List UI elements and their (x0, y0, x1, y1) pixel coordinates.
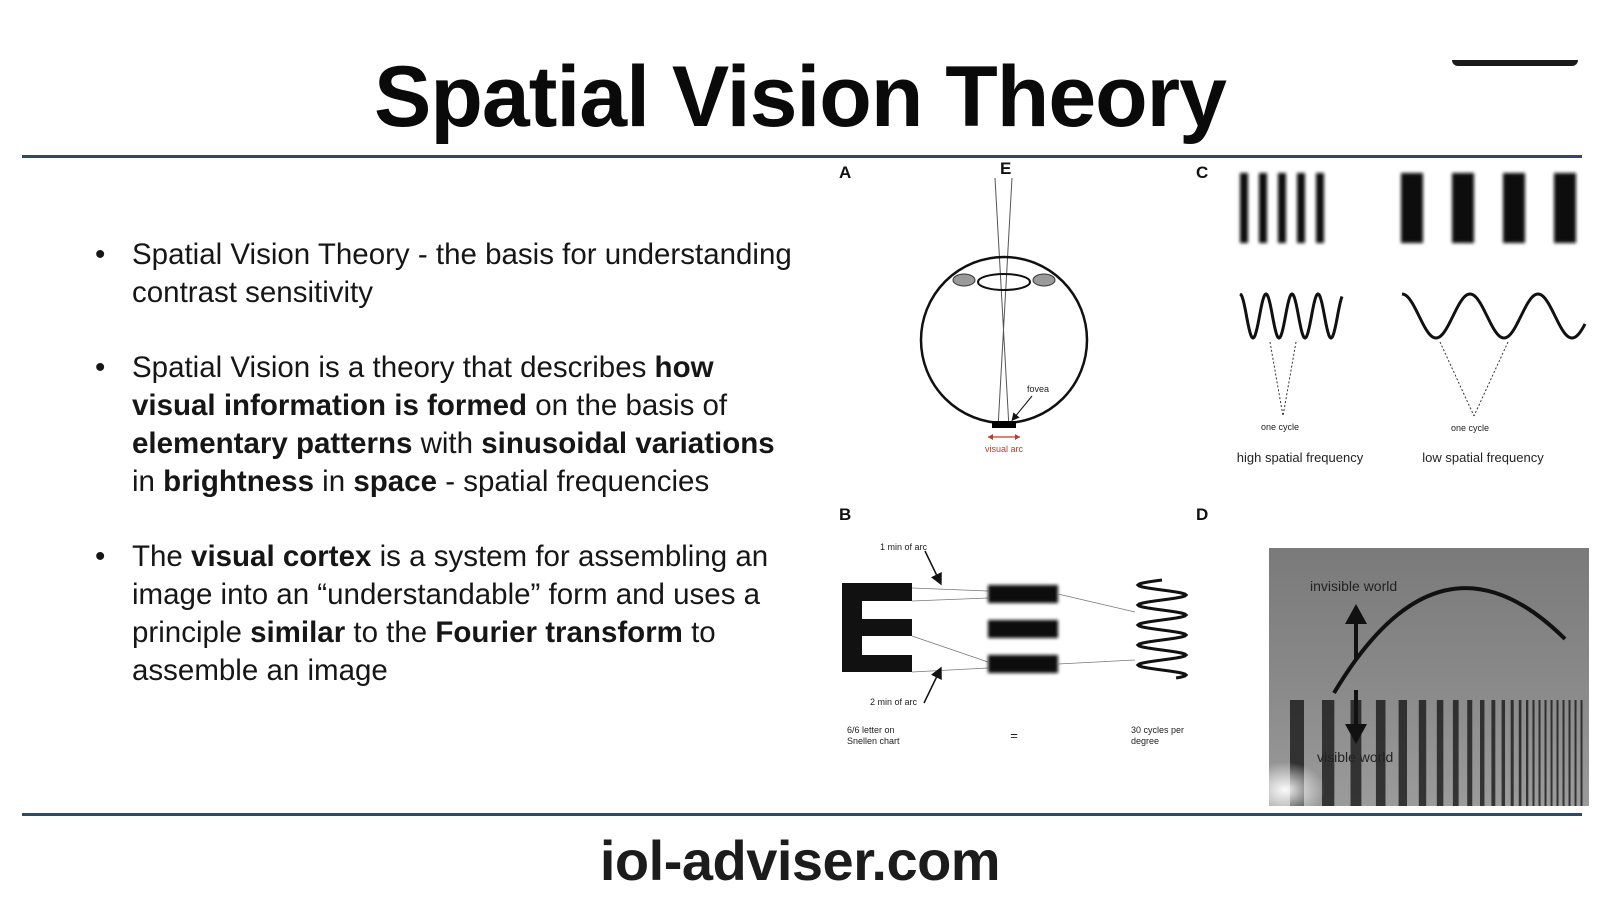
csf-grating-stripes (1290, 700, 1583, 806)
grating-stripe (1532, 700, 1535, 806)
bullet-item: • Spatial Vision is a theory that describ… (95, 349, 795, 501)
panel-c-gratings: C one cycle one cycle high spatial frequ… (1196, 163, 1587, 465)
grating-stripe (1568, 700, 1571, 806)
grating-stripe (1538, 700, 1541, 806)
invisible-world-label: invisible world (1310, 578, 1397, 594)
low-frequency-caption: low spatial frequency (1422, 450, 1544, 465)
bullet-item: • Spatial Vision Theory - the basis for u… (95, 236, 795, 312)
cycles-caption-line1: 30 cycles per (1131, 725, 1184, 735)
panel-a-e-label: E (1000, 159, 1011, 178)
grating-stripe (1544, 700, 1547, 806)
grating-stripe (1480, 700, 1485, 806)
one-cycle-low-label: one cycle (1451, 423, 1489, 433)
grating-stripe (1398, 700, 1407, 806)
bright-corner-glow (1245, 762, 1325, 818)
high-frequency-caption: high spatial frequency (1237, 450, 1364, 465)
footer-website: iol-adviser.com (599, 829, 1001, 892)
bullet-item: • The visual cortex is a system for assem… (95, 538, 795, 690)
grating-stripe (1510, 700, 1514, 806)
corner-decoration (1452, 60, 1578, 66)
grating-stripe (1418, 700, 1427, 806)
fovea-label: fovea (1027, 384, 1049, 394)
lens-shape (977, 273, 1031, 291)
low-frequency-wave (1401, 292, 1587, 340)
grating-stripe (1491, 700, 1496, 806)
grating-stripe (1375, 700, 1386, 806)
grating-stripe (1562, 700, 1565, 806)
snellen-letter-e (842, 583, 912, 672)
visual-arc-label: visual arc (985, 444, 1024, 454)
grating-stripe (1467, 700, 1473, 806)
bullet-dot: • (95, 540, 106, 573)
grating-stripe (1580, 700, 1583, 806)
slide-title: Spatial Vision Theory (374, 49, 1227, 145)
grating-stripe (1501, 700, 1506, 806)
cycle-guide (1282, 341, 1297, 417)
two-min-arc-label: 2 min of arc (870, 697, 918, 707)
blurred-e-bars (988, 585, 1058, 673)
top-divider (22, 155, 1582, 158)
fovea-pointer (1011, 395, 1033, 422)
visible-world-label: visible world (1317, 749, 1393, 765)
low-frequency-grating (1401, 173, 1576, 243)
bottom-divider (22, 813, 1582, 816)
panel-a-label: A (839, 163, 851, 182)
panel-b-label: B (839, 505, 851, 524)
csf-curve (1332, 586, 1567, 695)
snellen-caption-line2: Snellen chart (847, 736, 900, 746)
bullet-list: • Spatial Vision Theory - the basis for u… (95, 236, 795, 727)
bullet-dot: • (95, 238, 106, 271)
grating-stripe (1550, 700, 1553, 806)
cycle-guide (1269, 341, 1284, 417)
up-arrow-icon (1345, 604, 1367, 624)
fovea-block (992, 421, 1016, 428)
ray-line (997, 177, 1013, 429)
one-min-arc-label: 1 min of arc (880, 542, 928, 552)
iris-right (1032, 273, 1056, 287)
cycle-guide (1439, 341, 1475, 417)
high-frequency-grating (1240, 173, 1324, 243)
ray-line (994, 177, 1010, 429)
bullet-text: Spatial Vision is a theory that describe… (132, 351, 775, 498)
panel-a-eye-diagram: A E fovea visual arc (839, 159, 1089, 454)
grating-stripe (1350, 700, 1362, 806)
cycles-caption-line2: degree (1131, 736, 1159, 746)
vertical-wave (1135, 578, 1189, 680)
one-min-arc-arrow (924, 550, 942, 586)
equals-sign: = (1010, 728, 1018, 743)
snellen-caption-line1: 6/6 letter on (847, 725, 895, 735)
grating-stripe (1518, 700, 1522, 806)
bullet-dot: • (95, 351, 106, 384)
grating-stripe (1322, 700, 1335, 806)
high-frequency-wave (1239, 292, 1344, 340)
down-arrow-icon (1345, 724, 1367, 744)
panel-b-snellen: B 1 min of arc 2 min of arc 6/6 letter o… (839, 505, 1189, 746)
two-min-arc-arrow (923, 666, 942, 704)
panel-d-label: D (1196, 505, 1208, 524)
grating-stripe (1452, 700, 1459, 806)
panel-c-label: C (1196, 163, 1208, 182)
grating-stripe (1436, 700, 1444, 806)
grating-stripe (1574, 700, 1577, 806)
cycle-guide (1473, 341, 1509, 417)
bullet-text: Spatial Vision Theory - the basis for un… (132, 238, 792, 309)
iris-left (952, 273, 976, 287)
grating-stripe (1556, 700, 1559, 806)
panel-d-contrast-sensitivity: D invisible world visible world (1196, 505, 1589, 818)
one-cycle-high-label: one cycle (1261, 422, 1299, 432)
grating-stripe (1526, 700, 1529, 806)
bullet-text: The visual cortex is a system for assemb… (132, 540, 769, 687)
